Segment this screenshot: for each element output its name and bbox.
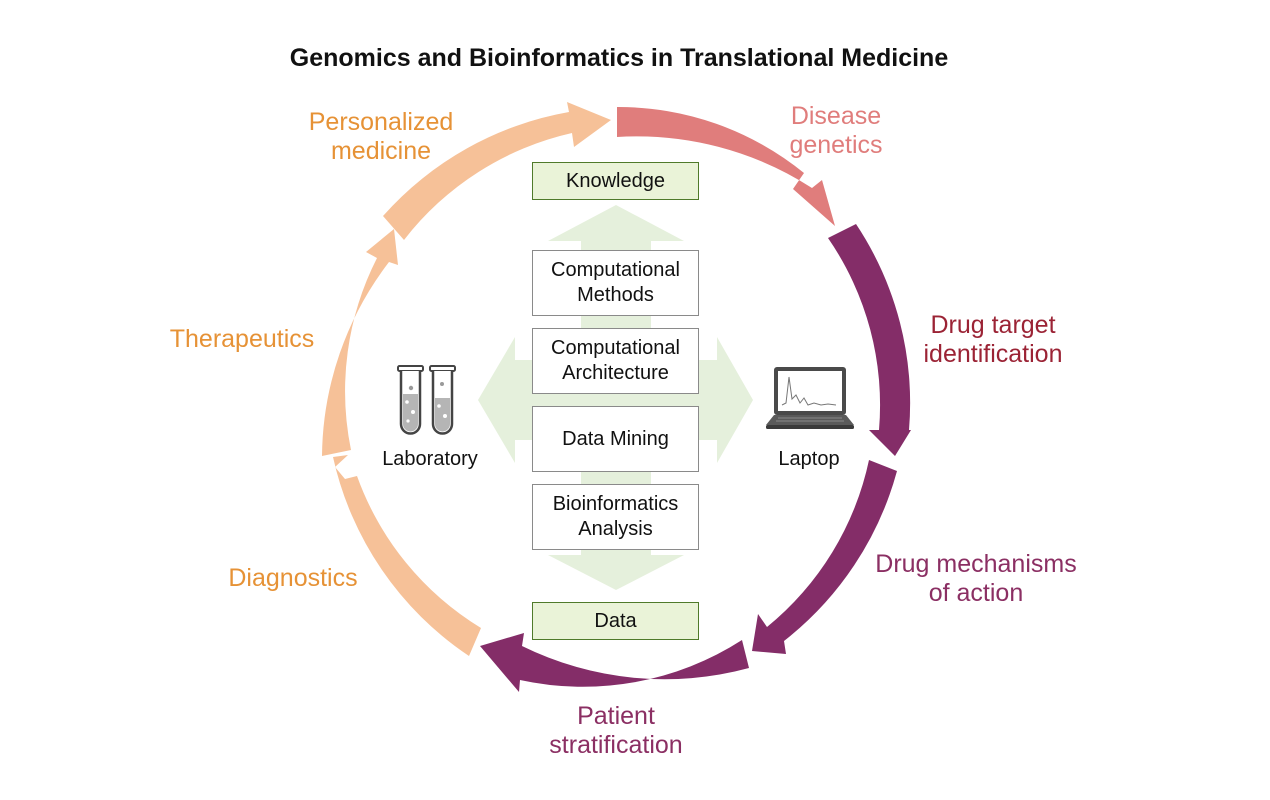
arc-therapeutics [322, 229, 398, 456]
knowledge-box: Knowledge [532, 162, 699, 200]
label-drug-target-identification: Drug target identification [923, 311, 1063, 368]
data-mining-box: Data Mining [532, 406, 699, 472]
laptop-label: Laptop [778, 448, 840, 470]
label-personalized-medicine: Personalized medicine [308, 108, 454, 165]
bioinformatics-analysis-box: Bioinformatics Analysis [532, 484, 699, 550]
computational-methods-box: Computational Methods [532, 250, 699, 316]
label-diagnostics: Diagnostics [228, 564, 358, 592]
arc-diagnostics [333, 455, 481, 656]
diagram-title: Genomics and Bioinformatics in Translati… [289, 44, 949, 72]
label-drug-mechanisms-of-action: Drug mechanisms of action [875, 550, 1077, 607]
laboratory-label: Laboratory [382, 448, 478, 470]
test-tubes-icon [397, 365, 456, 435]
arc-patient-stratification [480, 633, 749, 692]
arc-drug-target [828, 224, 911, 456]
label-therapeutics: Therapeutics [169, 325, 315, 353]
computational-architecture-box: Computational Architecture [532, 328, 699, 394]
arc-drug-mechanisms [752, 460, 897, 654]
label-disease-genetics: Disease genetics [789, 102, 883, 159]
label-patient-stratification: Patient stratification [549, 702, 683, 759]
laptop-icon [766, 367, 854, 429]
cycle-arrows [322, 102, 911, 692]
arc-disease-genetics [617, 106, 835, 226]
arc-personalized-medicine [383, 102, 611, 240]
data-box: Data [532, 602, 699, 640]
